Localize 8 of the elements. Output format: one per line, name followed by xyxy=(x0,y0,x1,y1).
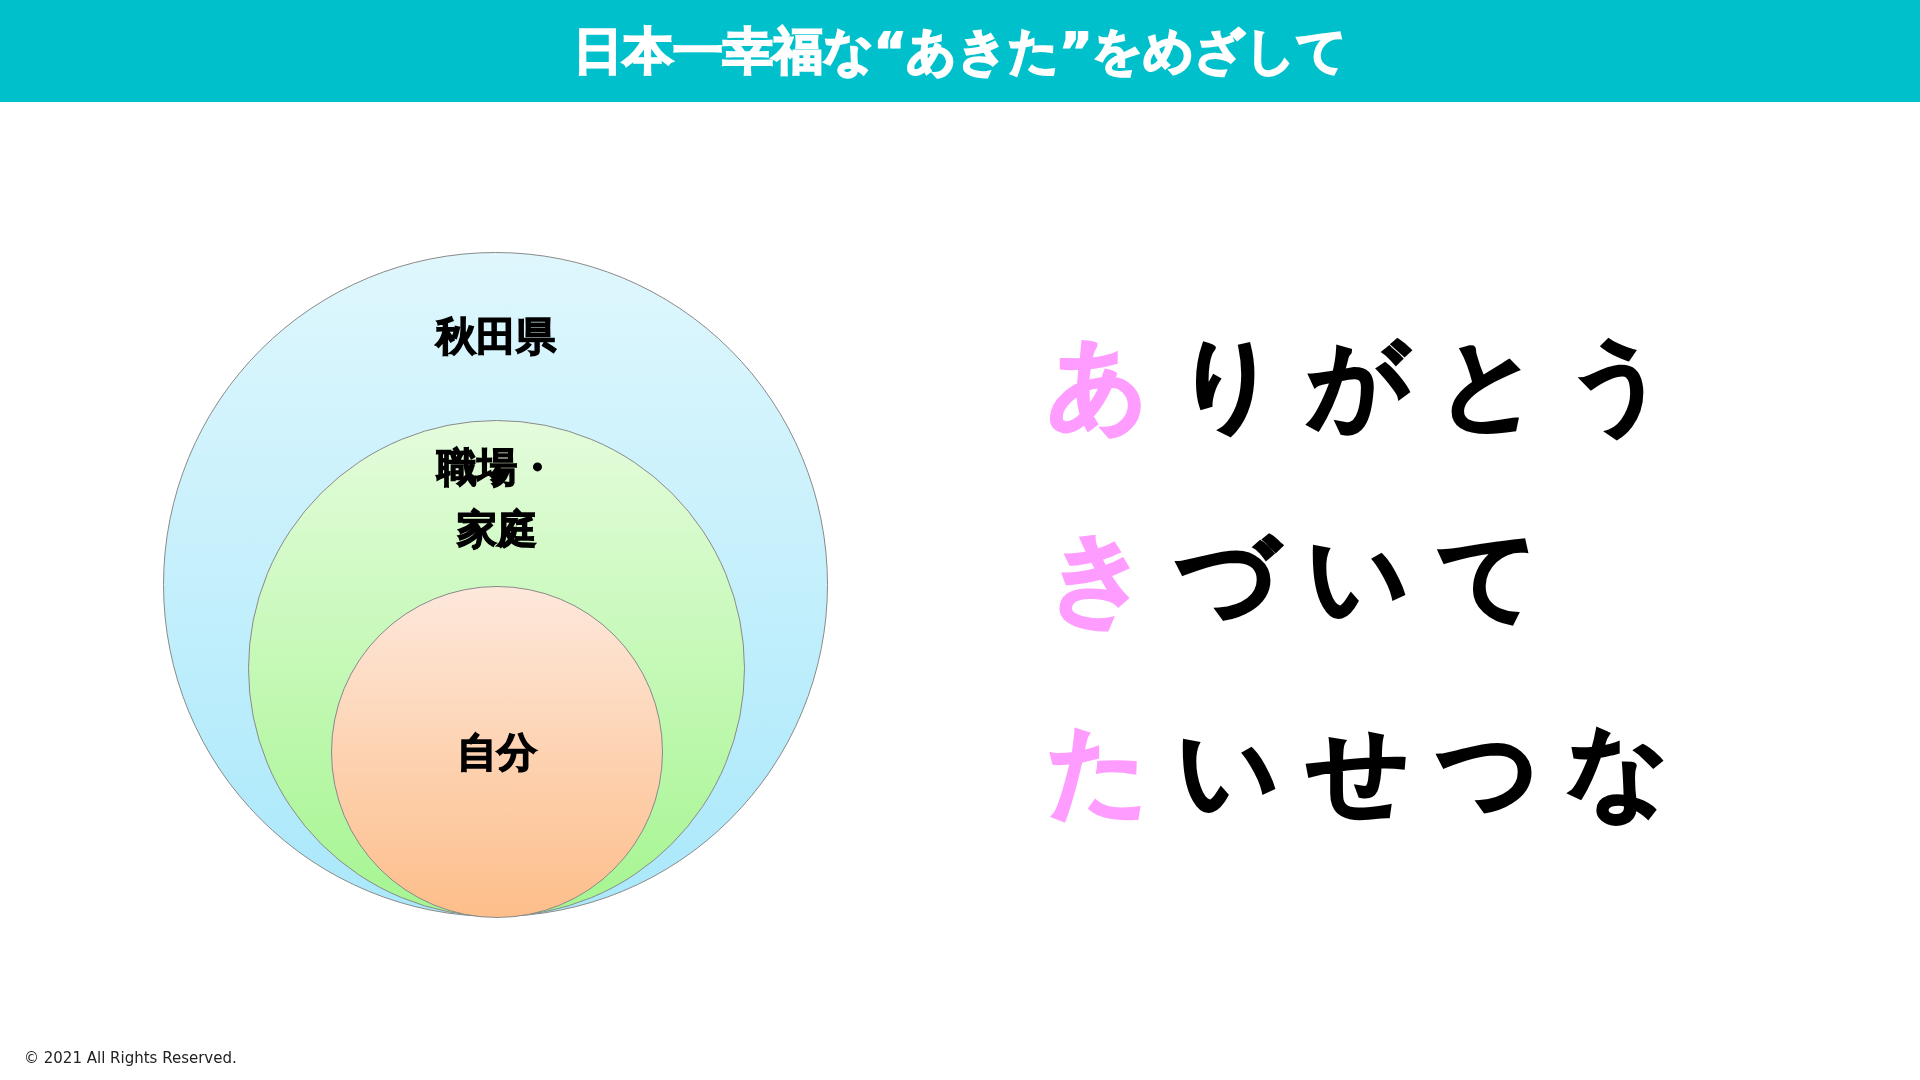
circle-label: 秋田県 xyxy=(435,312,556,361)
slide-title: 日本一幸福な“あきた”をめざして xyxy=(572,21,1348,81)
message-line: たいせつな xyxy=(1047,716,1697,826)
copyright-notice: © 2021 All Rights Reserved. xyxy=(24,1049,237,1067)
message-line: ありがとう xyxy=(1047,329,1697,439)
circle-label: 自分 xyxy=(457,728,537,777)
message-line: きづいて xyxy=(1047,522,1567,632)
circle-label: 職場・家庭 xyxy=(435,443,558,554)
